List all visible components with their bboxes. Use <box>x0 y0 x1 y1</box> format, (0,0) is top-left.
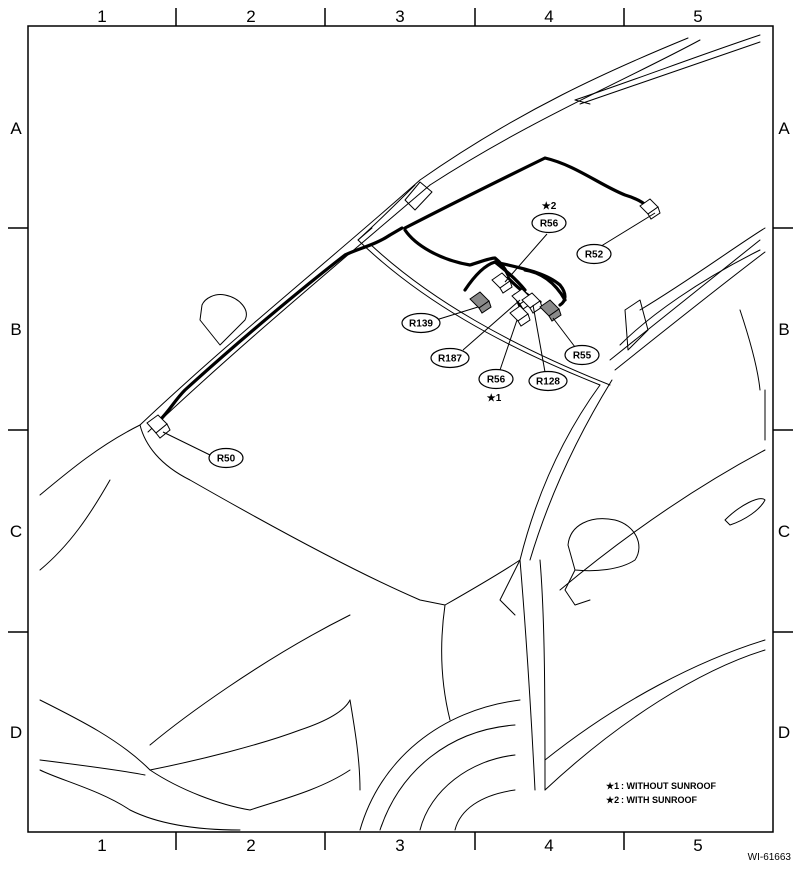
note-1-mark: ★1 <box>606 781 619 791</box>
col-label-bottom-3: 3 <box>395 836 404 855</box>
callout-r56-top-label: R56 <box>540 219 559 230</box>
callout-r55: R55 <box>564 344 600 366</box>
marker-star1: ★1 <box>487 393 502 404</box>
row-ticks <box>8 227 793 633</box>
wire-harness <box>158 156 650 422</box>
col-label-bottom-1: 1 <box>97 836 106 855</box>
callout-r56-bottom: R56 <box>478 368 514 390</box>
row-label-left-c: C <box>10 522 22 541</box>
connector-r50-icon <box>146 414 171 439</box>
callout-r128: R128 <box>528 370 568 392</box>
col-label-bottom-4: 4 <box>544 836 553 855</box>
callout-r139: R139 <box>401 312 441 334</box>
callout-r52: R52 <box>576 243 612 265</box>
callout-r56-bottom-label: R56 <box>487 375 506 386</box>
car-outline <box>39 34 766 831</box>
col-label-top-5: 5 <box>693 7 702 26</box>
callout-r55-label: R55 <box>573 351 592 362</box>
callout-r52-label: R52 <box>585 250 604 261</box>
col-label-top-1: 1 <box>97 7 106 26</box>
connector-r56-top-icon <box>491 272 513 294</box>
callout-r56-top: R56 <box>531 212 567 234</box>
row-label-right-c: C <box>778 522 790 541</box>
legend-notes: ★1 : WITHOUT SUNROOF ★2 : WITH SUNROOF <box>606 781 716 805</box>
callout-r187: R187 <box>430 347 470 369</box>
diagram-frame <box>27 25 774 833</box>
connector-r139-icon <box>469 291 492 314</box>
callout-r139-label: R139 <box>409 319 433 330</box>
leader-lines <box>162 212 656 456</box>
column-ticks <box>175 8 625 850</box>
note-1-text: : WITHOUT SUNROOF <box>621 781 716 791</box>
col-label-top-3: 3 <box>395 7 404 26</box>
connector-r55-icon <box>539 299 562 322</box>
callout-r187-label: R187 <box>438 354 462 365</box>
row-label-right-d: D <box>778 723 790 742</box>
col-label-top-4: 4 <box>544 7 553 26</box>
row-label-right-b: B <box>778 320 789 339</box>
row-label-left-d: D <box>10 723 22 742</box>
row-label-left-a: A <box>10 119 22 138</box>
callout-r50: R50 <box>208 447 244 469</box>
callout-r128-label: R128 <box>536 377 560 388</box>
col-label-bottom-5: 5 <box>693 836 702 855</box>
connector-r56-bottom-icon <box>509 305 531 327</box>
row-label-right-a: A <box>778 119 790 138</box>
marker-star2: ★2 <box>542 201 557 212</box>
note-2-mark: ★2 <box>606 795 619 805</box>
col-label-bottom-2: 2 <box>246 836 255 855</box>
callout-r50-label: R50 <box>217 454 236 465</box>
note-2-text: : WITH SUNROOF <box>621 795 697 805</box>
figure-id: WI-61663 <box>748 852 792 863</box>
col-label-top-2: 2 <box>246 7 255 26</box>
row-label-left-b: B <box>10 320 21 339</box>
